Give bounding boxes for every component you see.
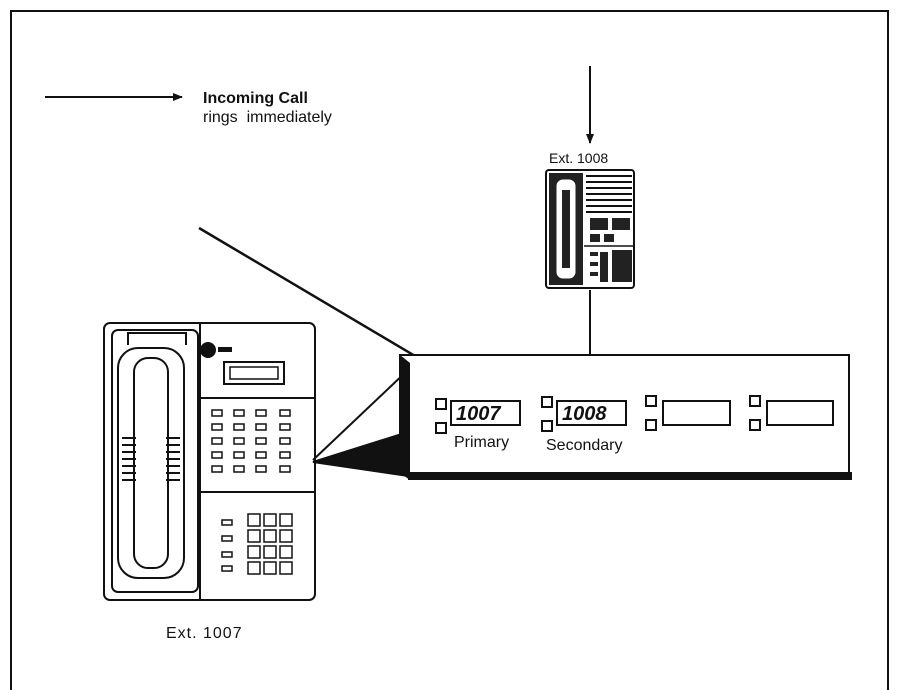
phone-1008-icon — [546, 170, 634, 288]
phone-1007-label: Ext. 1007 — [166, 625, 243, 642]
button-1-label: Primary — [454, 434, 509, 451]
phone-1007-icon — [104, 323, 315, 600]
button-2-label: Secondary — [546, 437, 623, 454]
legend-title: Incoming Call — [203, 90, 308, 107]
legend: Incoming Call rings immediately — [45, 90, 332, 126]
zoom-lines — [313, 370, 408, 476]
phone-1008-label: Ext. 1008 — [549, 150, 608, 166]
button-1-number: 1007 — [456, 403, 501, 425]
legend-subtitle: rings immediately — [203, 109, 332, 126]
button-2-number: 1008 — [562, 403, 607, 425]
